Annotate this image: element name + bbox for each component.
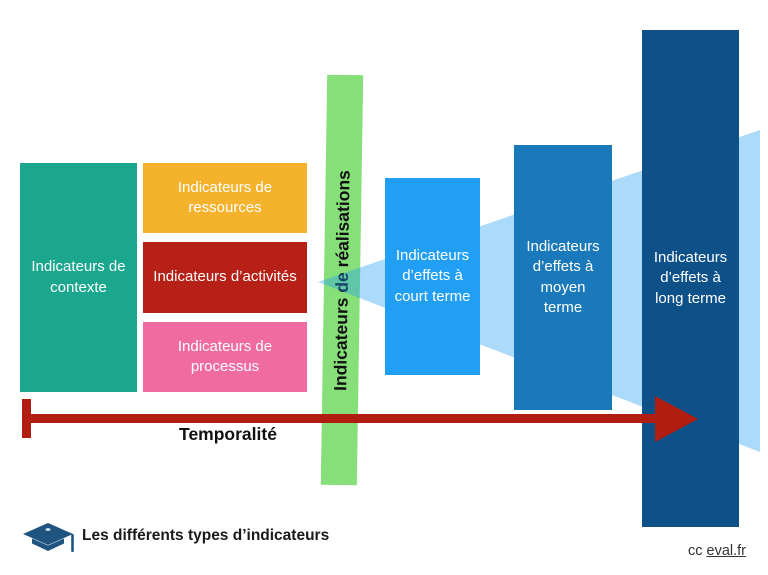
cap-board [23, 523, 73, 545]
credit-prefix: cc [687, 543, 707, 559]
cap-tassel [71, 534, 74, 552]
box-effets-moyen-terme: Indicateurs d’effets à moyen terme [514, 145, 612, 410]
box-label-processus: Indicateurs de processus [177, 337, 273, 375]
arrow-start-cap [22, 399, 31, 438]
credit-link[interactable]: eval.fr [706, 543, 747, 559]
box-effets-court-terme: Indicateurs d’effets à court terme [385, 178, 480, 375]
box-label-ressources: Indicateurs de ressources [177, 178, 273, 216]
box-indicateurs-ressources: Indicateurs de ressources [143, 163, 307, 233]
diagram-title: Les différents types d’indicateurs [82, 527, 330, 544]
graduation-cap-icon [23, 523, 74, 552]
box-effets-long-terme: Indicateurs d’effets à long terme [642, 30, 739, 527]
box-indicateurs-contexte: Indicateurs de contexte [20, 163, 137, 392]
cap-base [32, 538, 64, 551]
box-label-contexte: Indicateurs de contexte [31, 258, 126, 296]
box-label-court-terme: Indicateurs d’effets à court terme [394, 247, 471, 305]
box-label-activites: Indicateurs d’activités [153, 268, 297, 286]
bar-label-realisations: Indicateurs de réalisations [329, 169, 354, 391]
box-indicateurs-processus: Indicateurs de processus [143, 322, 307, 392]
box-indicateurs-activites: Indicateurs d’activités [143, 242, 307, 313]
box-label-moyen-terme: Indicateurs d’effets à moyen terme [526, 238, 600, 316]
box-label-long-terme: Indicateurs d’effets à long terme [653, 249, 728, 307]
credit-line: cc eval.fr [688, 543, 746, 559]
cap-button [45, 528, 51, 531]
temporalite-label: Temporalité [179, 424, 277, 444]
